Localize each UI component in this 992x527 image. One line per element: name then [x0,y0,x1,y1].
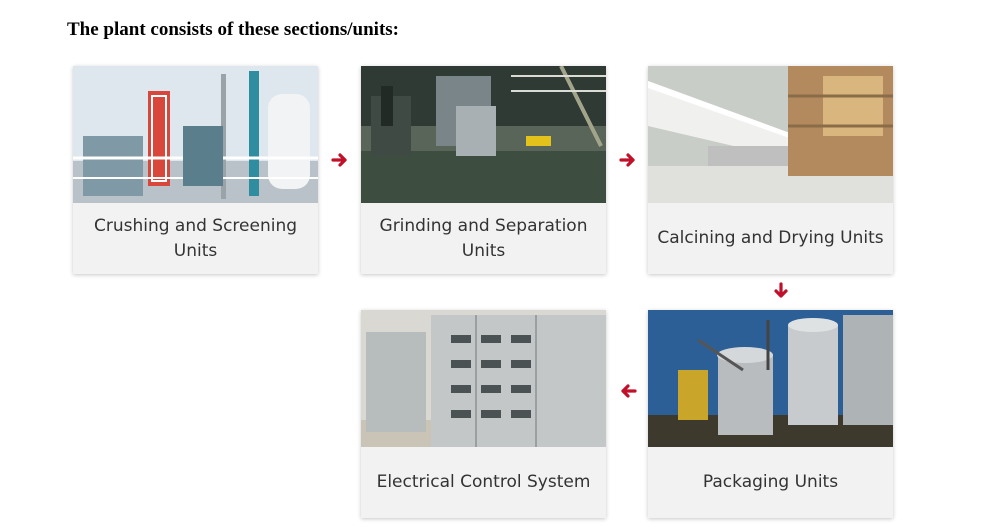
flow-arrow-right-icon [619,151,637,169]
page-heading: The plant consists of these sections/uni… [67,19,399,40]
flow-arrow-right-icon [331,151,349,169]
storage-silos-photo [648,310,893,447]
unit-card-crushing-screening[interactable]: Crushing and Screening Units [73,66,318,274]
mill-factory-photo [361,66,606,203]
unit-label: Calcining and Drying Units [657,228,884,248]
unit-label: Packaging Units [702,472,839,492]
unit-card-packaging[interactable]: Packaging Units [648,310,893,518]
unit-card-electrical-control[interactable]: Electrical Control System [361,310,606,518]
unit-label: Crushing and Screening Units [93,215,298,261]
crushing-plant-photo [73,66,318,203]
rotary-kiln-photo [648,66,893,203]
unit-label: Electrical Control System [376,472,591,492]
unit-card-grinding-separation[interactable]: Grinding and Separation Units [361,66,606,274]
control-cabinets-photo [361,310,606,447]
flow-arrow-left-icon [619,382,637,400]
unit-label: Grinding and Separation Units [379,215,588,261]
flow-arrow-down-icon [772,282,790,300]
unit-card-calcining-drying[interactable]: Calcining and Drying Units [648,66,893,274]
